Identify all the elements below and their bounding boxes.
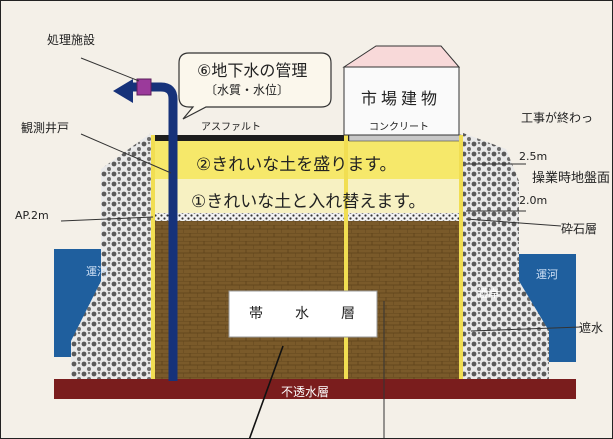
building-body <box>343 66 460 136</box>
wall-right <box>459 135 463 379</box>
impermeable-label: 不透水層 <box>281 385 330 399</box>
pipe-arrow <box>113 79 133 103</box>
fill-soil-layer <box>153 141 461 179</box>
leader-well <box>80 133 172 174</box>
seawall-right-label: 護岸 <box>477 287 499 300</box>
depth-20-label: 2.0m <box>519 194 548 207</box>
replaced-soil-layer <box>153 179 461 213</box>
impermeable-layer <box>54 379 576 399</box>
valve-icon <box>136 78 152 96</box>
operation-ground-label: 操業時地盤面 <box>532 171 611 186</box>
right-embankment <box>463 133 549 379</box>
asphalt-label: アスファルト <box>201 122 261 133</box>
leader-crushed <box>465 218 562 227</box>
groundwater-mgmt-sub: 〔水質・水位〕 <box>205 83 290 97</box>
leader-aquifer <box>248 345 284 438</box>
wall-left <box>151 135 155 379</box>
wall-middle <box>344 135 348 379</box>
aquifer-char-1: 帯 <box>249 306 263 322</box>
asphalt-surface <box>153 135 349 141</box>
aquifer-label-box <box>228 290 378 338</box>
crushed-stone-layer <box>153 213 461 221</box>
leader-ap2m <box>60 216 154 222</box>
treatment-facility-label: 処理施設 <box>47 33 96 47</box>
crushed-stone-label: 砕石層 <box>561 222 598 236</box>
leader-barrier <box>470 326 582 332</box>
water-barrier-label: 遮水 <box>579 321 604 335</box>
ap2m-label: AP.2m <box>15 209 49 222</box>
left-embankment <box>71 133 151 379</box>
aquifer-char-2: 水 <box>295 306 309 322</box>
market-building-label: 市場建物 <box>361 89 442 108</box>
groundwater-mgmt-title: ⑥地下水の管理 <box>197 61 308 80</box>
concrete-surface <box>348 134 462 142</box>
sea-left-label: 運河 <box>86 265 108 278</box>
callout-bubble <box>178 52 332 120</box>
replace-soil-text: ①きれいな土と入れ替えます。 <box>191 192 426 212</box>
monitoring-pipe <box>131 82 178 381</box>
leader-treatment <box>80 57 140 82</box>
sea-right-label: 運河 <box>536 268 558 281</box>
fill-soil-text: ②きれいな土を盛ります。 <box>196 155 397 175</box>
depth-25-label: 2.5m <box>519 150 548 163</box>
aquifer-char-3: 層 <box>341 306 355 322</box>
concrete-label: コンクリート <box>369 122 429 133</box>
after-construction-label: 工事が終わっ <box>521 111 594 125</box>
observation-well-label: 観測井戸 <box>21 121 70 135</box>
